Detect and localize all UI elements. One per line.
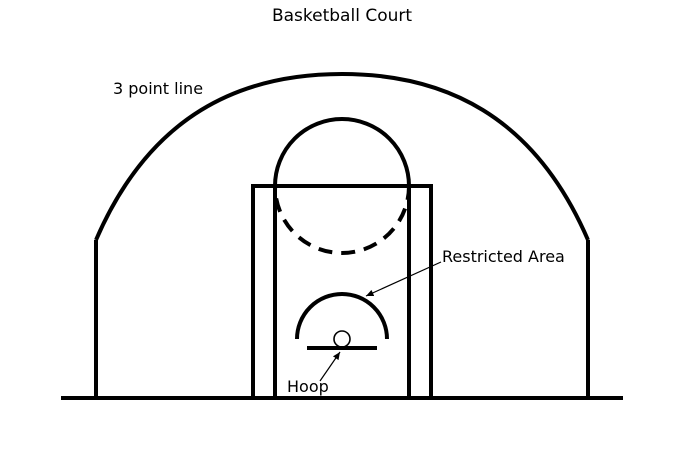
lane-outer bbox=[251, 184, 433, 398]
hoop-arrow bbox=[319, 351, 341, 382]
free-throw-circle-top bbox=[273, 117, 411, 187]
three-point-line-label: 3 point line bbox=[113, 79, 203, 98]
diagram-title: Basketball Court bbox=[272, 6, 412, 26]
hoop-label: Hoop bbox=[287, 377, 329, 396]
restricted-area-arrow bbox=[365, 261, 442, 297]
restricted-area-arc bbox=[295, 292, 389, 340]
three-point-arc bbox=[94, 71, 590, 241]
free-throw-circle-bottom bbox=[273, 185, 411, 255]
restricted-area-label: Restricted Area bbox=[442, 247, 565, 266]
hoop bbox=[333, 330, 351, 348]
